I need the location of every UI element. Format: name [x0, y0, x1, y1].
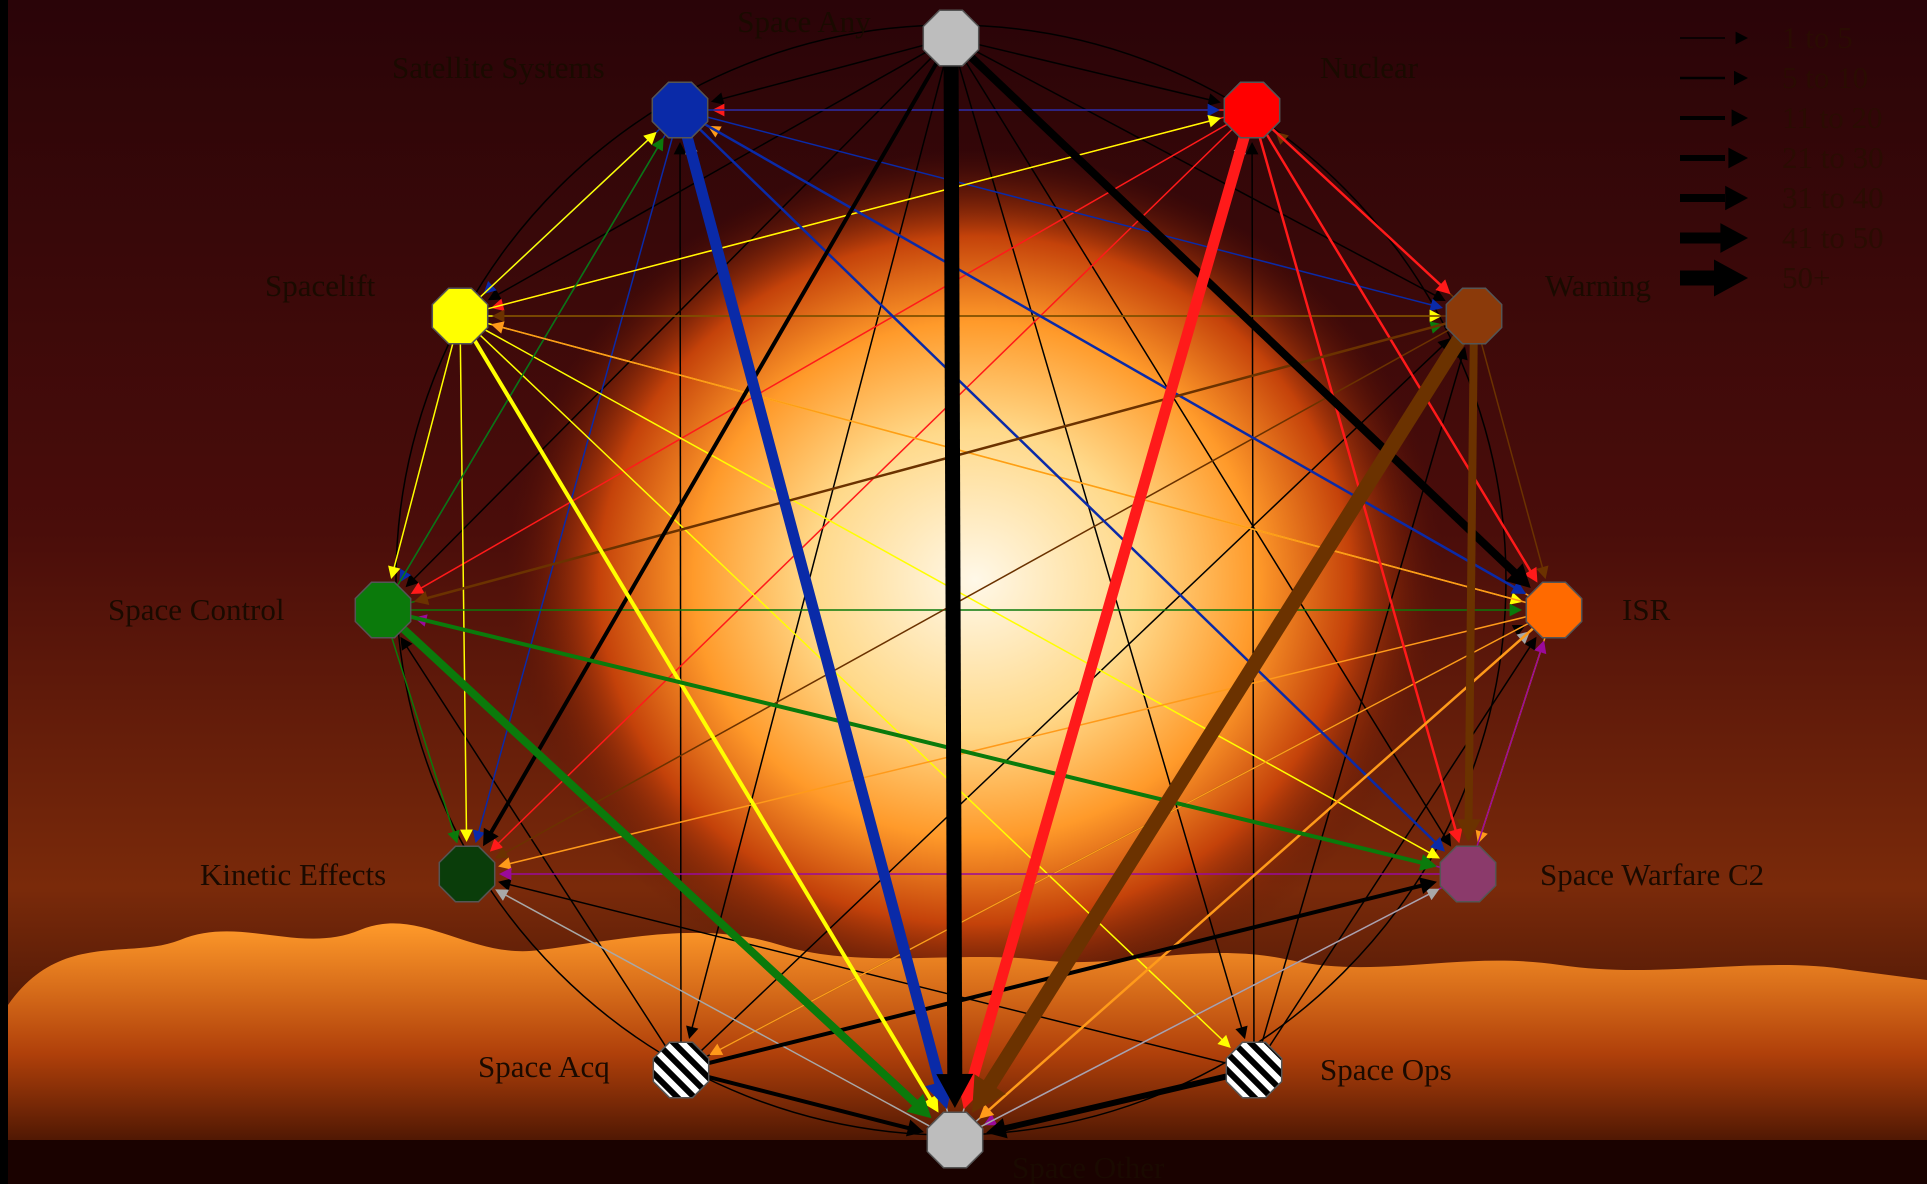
node-label: Spacelift: [265, 268, 376, 303]
legend-label: 11 to 20: [1782, 100, 1882, 135]
node-label: Space Control: [108, 592, 285, 627]
node-label: Kinetic Effects: [200, 857, 386, 892]
node-octagon: [1446, 288, 1501, 343]
node-label: ISR: [1622, 592, 1671, 627]
node-label: Space Any: [737, 4, 871, 39]
legend-label: 41 to 50: [1782, 220, 1884, 255]
legend-label: 31 to 40: [1782, 180, 1884, 215]
legend-label: 1 to 5: [1782, 20, 1853, 55]
legend-label: 5 to 10: [1782, 60, 1868, 95]
node-label: Space Ops: [1320, 1052, 1452, 1087]
node-octagon: [1526, 582, 1581, 637]
legend-label: 50+: [1782, 260, 1830, 295]
edge-line: [680, 151, 681, 1044]
node-label: Space Acq: [478, 1049, 610, 1084]
node-label: Nuclear: [1320, 50, 1419, 85]
node-label: Space Other: [1012, 1150, 1165, 1184]
node-octagon: [653, 1042, 708, 1097]
edge-line: [1469, 342, 1474, 826]
node-octagon: [927, 1112, 982, 1167]
node-octagon: [1440, 846, 1495, 901]
node-label: Satellite Systems: [392, 50, 605, 85]
node-octagon: [432, 288, 487, 343]
edge-line: [951, 64, 955, 1084]
node-octagon: [355, 582, 410, 637]
node-octagon: [1226, 1042, 1281, 1097]
node-octagon: [652, 82, 707, 137]
node-label: Space Warfare C2: [1540, 857, 1764, 892]
node-octagon: [923, 10, 978, 65]
node-label: Warning: [1545, 268, 1651, 303]
legend-label: 21 to 30: [1782, 140, 1884, 175]
node-octagon: [1224, 82, 1279, 137]
node-octagon: [439, 846, 494, 901]
